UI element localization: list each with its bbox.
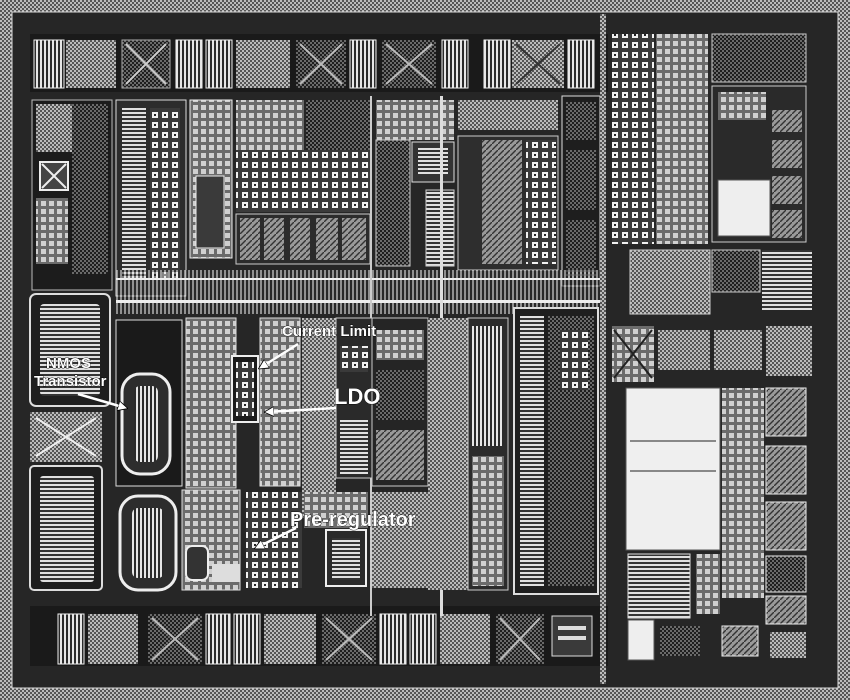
right-column-blocks [600,14,812,684]
nmos-label-line1: NMOS [46,355,91,372]
current-limit-arrow [260,342,299,368]
annotation-arrows [77,342,337,548]
bottom-pad-row [30,606,608,666]
ldo-label: LDO [334,384,380,409]
upper-logic-blocks [189,95,601,287]
left-column-blocks [31,99,187,297]
pre-regulator-arrow [256,526,297,548]
ldo-core-blocks [185,307,599,595]
pre-regulator-label: Pre-regulator [290,509,416,531]
current-limit-label: Current Limit [282,323,376,340]
nmos-arrow [77,392,126,408]
ldo-arrow [266,408,337,412]
top-pad-row [30,34,608,92]
nmos-label-line2: Transistor [34,373,107,390]
nmos-transistor-block [29,293,183,592]
